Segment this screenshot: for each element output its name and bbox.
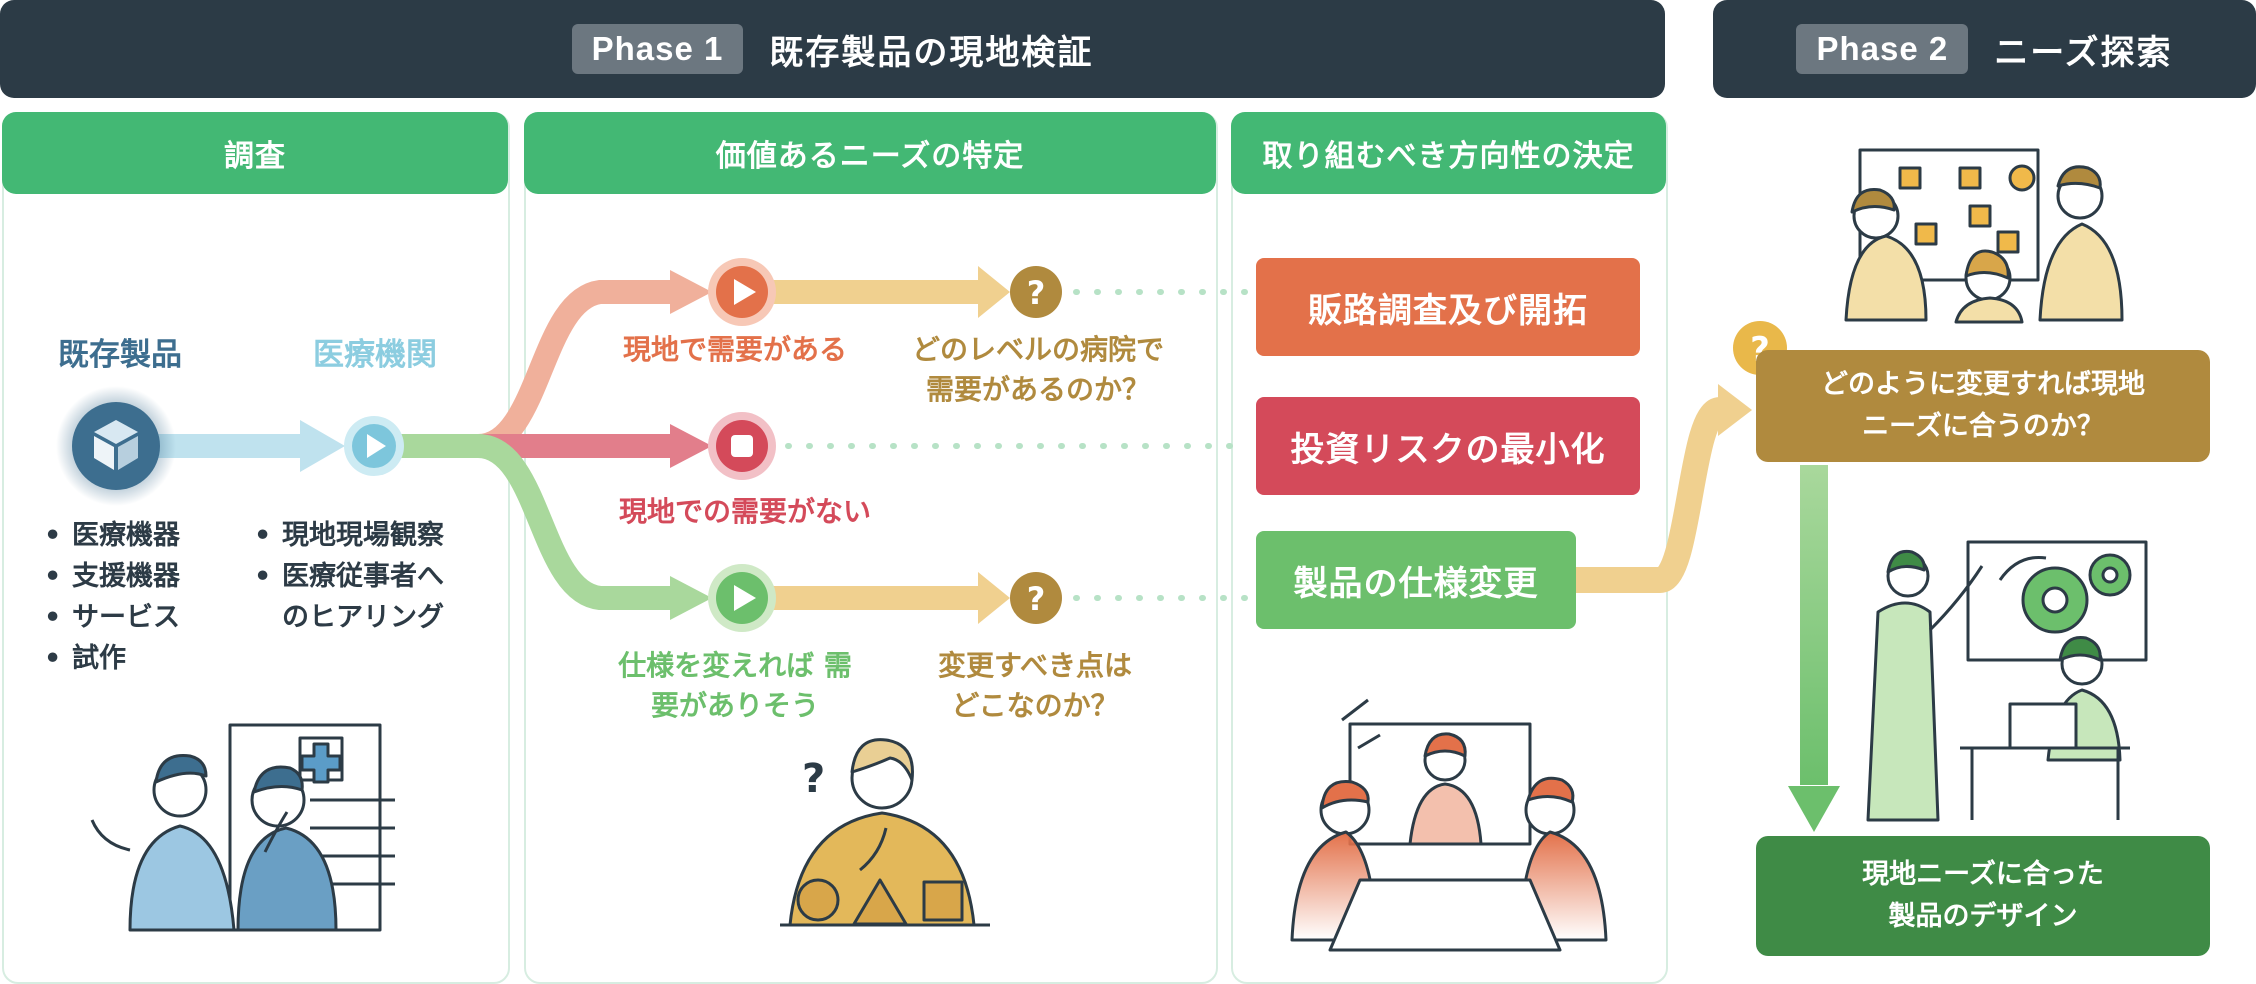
spec-line: 要がありそう xyxy=(650,689,819,722)
list-item: 現地現場観察 xyxy=(254,515,494,556)
phase1-tag: Phase 1 xyxy=(571,24,744,74)
list-item: サービス xyxy=(44,597,224,638)
svg-text:?: ? xyxy=(1027,274,1046,312)
meeting-illustration xyxy=(1290,698,1608,952)
spec-change-box: 製品の仕様変更 xyxy=(1256,531,1576,629)
demand-no-label: 現地での需要がない xyxy=(618,495,871,528)
play-icon xyxy=(344,416,404,476)
play-icon xyxy=(708,564,776,632)
phase2-bar: Phase 2 ニーズ探索 xyxy=(1713,0,2256,98)
svg-text:?: ? xyxy=(802,756,825,802)
needs-header: 価値あるニーズの特定 xyxy=(524,112,1216,194)
existing-product-label: 既存製品 xyxy=(58,337,182,373)
result-line: 製品のデザイン xyxy=(1888,901,2078,932)
result-line: 現地ニーズに合った xyxy=(1862,859,2104,890)
stop-icon xyxy=(708,412,776,480)
phase2-question-box: どのように変更すれば現地 ニーズに合うのか？ xyxy=(1756,350,2210,462)
risk-minimization-box: 投資リスクの最小化 xyxy=(1256,397,1640,495)
question-line: どのレベルの病院で xyxy=(911,333,1164,366)
phase2-title: ニーズ探索 xyxy=(1994,32,2173,73)
svg-text:?: ? xyxy=(1027,580,1046,618)
phase2-result-box: 現地ニーズに合った 製品のデザイン xyxy=(1756,836,2210,956)
question-icon: ? xyxy=(1010,572,1062,624)
list-item: 医療機器 xyxy=(44,515,224,556)
spec-question: 変更すべき点は どこなのか？ xyxy=(900,646,1170,726)
design-team-illustration xyxy=(1866,540,2148,822)
cube-icon xyxy=(56,386,176,506)
demand-yes-label: 現地で需要がある xyxy=(622,333,847,366)
question-line: 需要があるのか？ xyxy=(925,373,1150,406)
list-item: 試作 xyxy=(44,638,224,679)
phase1-title: 既存製品の現地検証 xyxy=(769,32,1094,73)
question-line: どのように変更すれば現地 xyxy=(1821,369,2145,400)
question-line: 変更すべき点は xyxy=(937,649,1133,682)
list-item-continued: のヒアリング xyxy=(282,602,444,633)
play-icon xyxy=(708,258,776,326)
demand-yes-question: どのレベルの病院で 需要があるのか？ xyxy=(888,330,1188,410)
direction-header: 取り組むべき方向性の決定 xyxy=(1231,112,1666,194)
thinking-person-illustration: ? xyxy=(780,738,990,927)
list-item: 支援機器 xyxy=(44,556,224,597)
spec-change-label: 仕様を変えれば 需 要がありそう xyxy=(600,646,870,726)
question-line: どこなのか？ xyxy=(951,689,1119,722)
list-item: 医療従事者へ xyxy=(254,556,494,597)
phase2-tag: Phase 2 xyxy=(1796,24,1969,74)
method-list: 現地現場観察 医療従事者へ のヒアリング xyxy=(254,515,494,638)
team-illustration xyxy=(1844,148,2124,324)
spec-line: 仕様を変えれば 需 xyxy=(618,649,852,682)
medical-institution-label: 医療機関 xyxy=(313,337,437,373)
survey-header: 調査 xyxy=(2,112,508,194)
question-icon: ? xyxy=(1010,266,1062,318)
question-line: ニーズに合うのか？ xyxy=(1862,411,2104,442)
phase1-bar: Phase 1 既存製品の現地検証 xyxy=(0,0,1665,98)
sales-channel-box: 販路調査及び開拓 xyxy=(1256,258,1640,356)
product-list: 医療機器 支援機器 サービス 試作 xyxy=(44,515,224,679)
doctors-illustration xyxy=(90,723,395,932)
